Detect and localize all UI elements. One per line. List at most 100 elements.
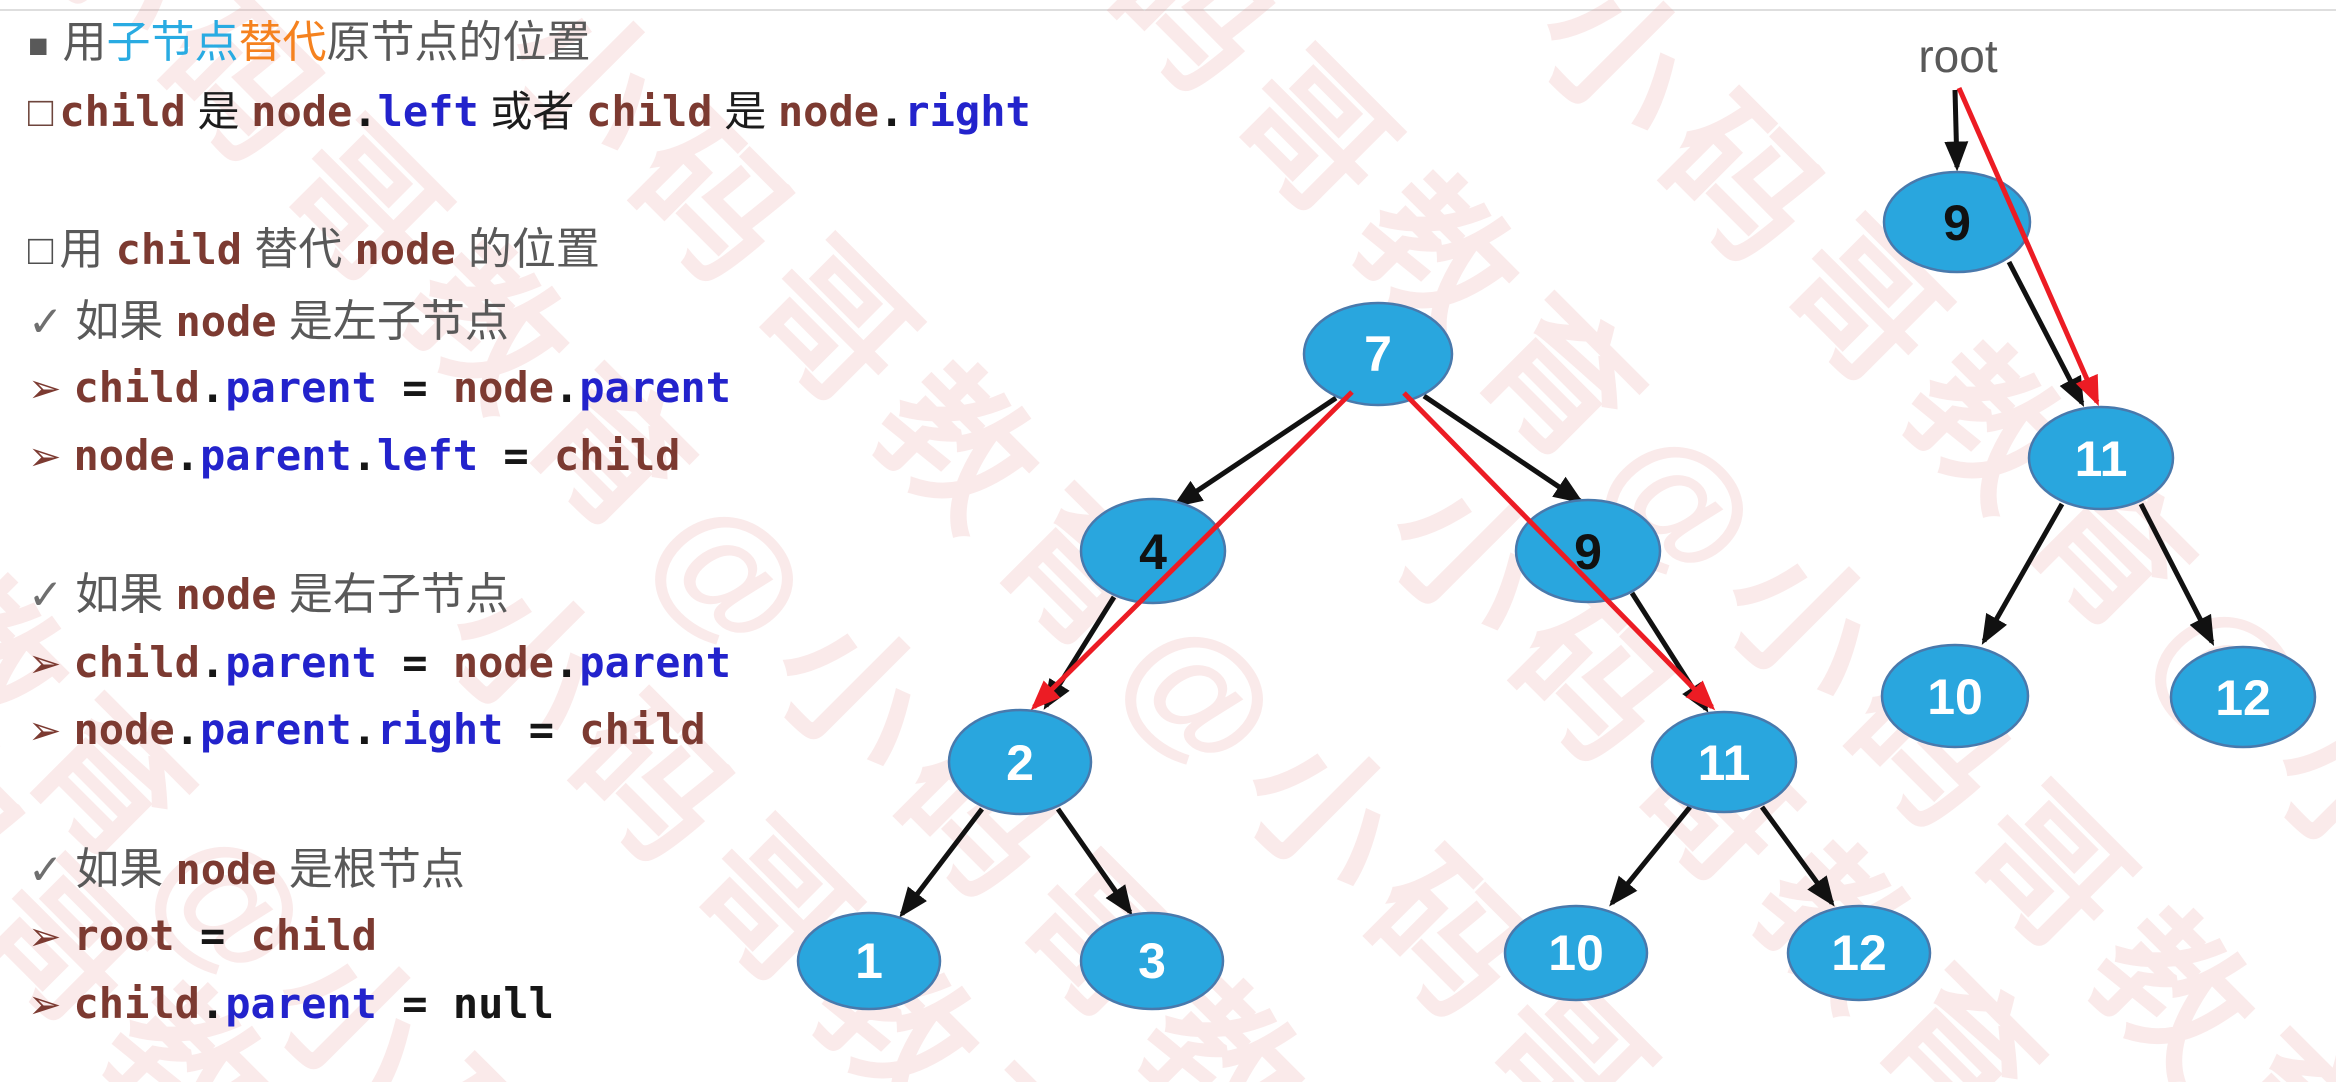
text-segment: right	[904, 87, 1031, 136]
text-segment: .	[351, 705, 377, 754]
text-segment: .	[553, 638, 580, 687]
line-case-root: ✓如果 node 是根节点	[28, 845, 465, 896]
line-case-left-child: ✓如果 node 是左子节点	[28, 297, 509, 348]
text-segment: 的位置	[455, 225, 600, 274]
slide-top-border	[0, 9, 2336, 11]
right-tree-labels: 9 11 10 12	[1927, 195, 2271, 726]
text-segment: 是左子节点	[276, 297, 509, 346]
text-segment: 用	[59, 225, 116, 274]
text-segment: 或者	[478, 88, 587, 135]
text-segment: .	[351, 431, 377, 480]
text-segment: child	[73, 363, 200, 412]
edge-2-3	[1055, 807, 1133, 916]
text-segment: □	[28, 226, 54, 273]
text-segment: parent	[579, 363, 731, 412]
node-2-label: 2	[1006, 735, 1034, 791]
line-section-replace: □用 child 替代 node 的位置	[28, 225, 600, 276]
text-segment: =	[376, 638, 453, 687]
text-segment: .	[553, 363, 580, 412]
edge-4-2	[1043, 595, 1117, 710]
replacement-arrows	[1030, 86, 2100, 711]
node-12	[1786, 904, 1932, 1002]
edge-11-10	[1609, 805, 1692, 907]
text-segment: =	[174, 911, 251, 960]
text-segment: ➢	[28, 983, 62, 1027]
line-child-definition: □child 是 node.left 或者 child 是 node.right	[28, 87, 1031, 136]
line-stmt-right-1: ➢child.parent = node.parent	[28, 638, 731, 687]
text-segment: child	[579, 705, 706, 754]
text-segment: 替代	[238, 18, 327, 67]
node-7	[1302, 301, 1454, 407]
edge-2-1	[899, 807, 984, 918]
right-node-12	[2169, 645, 2317, 749]
line-stmt-root-1: ➢root = child	[28, 911, 377, 960]
text-segment: =	[376, 979, 453, 1028]
edge-11-12	[1759, 805, 1835, 907]
text-segment: null	[452, 979, 554, 1028]
text-segment: parent	[225, 363, 377, 412]
right-tree-edges	[1944, 89, 2215, 647]
text-segment: 是根节点	[276, 845, 465, 894]
text-segment: □	[28, 88, 54, 135]
text-segment: node	[777, 87, 880, 136]
text-segment: child	[73, 979, 200, 1028]
text-segment: child	[73, 638, 200, 687]
text-segment: ➢	[28, 915, 62, 959]
center-tree-nodes	[796, 301, 1932, 1011]
edge-root-9	[1944, 89, 1969, 172]
text-segment: .	[199, 979, 226, 1028]
center-tree-labels: 7 4 9 2 11 1 3 10 12	[855, 326, 1887, 989]
text-segment: parent	[225, 638, 377, 687]
text-segment: node	[73, 705, 175, 754]
text-segment: .	[199, 638, 226, 687]
text-segment: left	[376, 431, 479, 480]
line-stmt-root-2: ➢child.parent = null	[28, 979, 554, 1028]
text-segment: .	[352, 87, 378, 136]
text-segment: 如果	[75, 297, 176, 346]
text-segment: 用	[62, 18, 107, 67]
node-1	[796, 911, 942, 1011]
text-segment: 原节点的位置	[326, 18, 591, 67]
red-edge-7-2	[1030, 390, 1354, 711]
text-segment: parent	[199, 705, 352, 754]
line-stmt-left-2: ➢node.parent.left = child	[28, 431, 680, 480]
edge-r11-10	[1981, 502, 2065, 645]
right-node-9	[1882, 170, 2032, 274]
node-4-label: 4	[1139, 524, 1167, 580]
text-segment: .	[199, 363, 226, 412]
text-segment: 如果	[75, 570, 176, 619]
text-segment: node	[175, 570, 277, 619]
red-edge-7-11	[1402, 391, 1716, 711]
node-12-label: 12	[1831, 925, 1887, 981]
text-segment: ✓	[28, 846, 64, 893]
text-segment: =	[478, 431, 554, 480]
node-3-label: 3	[1138, 933, 1166, 989]
text-segment: 是	[185, 88, 252, 135]
node-3	[1079, 911, 1225, 1011]
red-edge-root-11	[1956, 86, 2100, 407]
text-segment: =	[376, 363, 453, 412]
node-10	[1503, 904, 1649, 1002]
slide-title: ■用子节点替代原节点的位置	[28, 18, 591, 69]
text-segment: 是右子节点	[276, 570, 509, 619]
edge-r9-11	[2006, 260, 2085, 407]
right-tree-nodes	[1880, 170, 2317, 749]
right-node-10-label: 10	[1927, 669, 1983, 725]
text-segment: child	[250, 911, 377, 960]
text-segment: right	[376, 705, 504, 754]
node-10-label: 10	[1548, 925, 1604, 981]
text-segment: ✓	[28, 298, 64, 345]
text-segment: node	[452, 638, 554, 687]
text-segment: =	[503, 705, 580, 754]
text-segment: ➢	[28, 642, 62, 686]
right-node-11-label: 11	[2075, 431, 2128, 487]
text-segment: 替代	[242, 225, 355, 274]
node-4	[1079, 497, 1227, 605]
line-case-right-child: ✓如果 node 是右子节点	[28, 570, 509, 621]
root-pointer-label: root	[1918, 30, 1997, 82]
text-segment: root	[73, 911, 175, 960]
text-segment: .	[879, 87, 905, 136]
node-11-label: 11	[1698, 735, 1751, 791]
